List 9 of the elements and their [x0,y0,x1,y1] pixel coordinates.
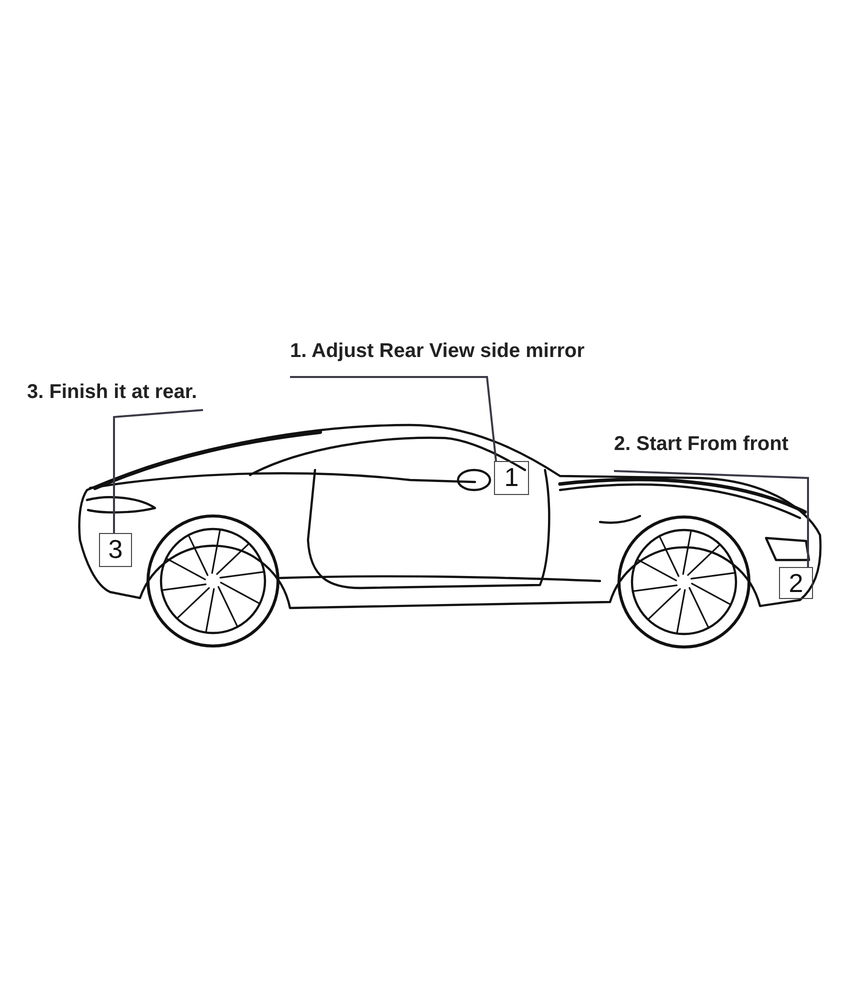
callout-number: 1 [494,461,529,495]
callout-number: 3 [99,533,132,567]
leader-line [113,409,204,533]
leader-line [290,376,497,462]
leader-line [614,470,809,567]
callout-text: 1. Adjust Rear View side mirror [290,339,590,377]
callout-text: 3. Finish it at rear. [27,380,203,410]
callout-text: 2. Start From front [614,432,814,471]
callout-number: 2 [779,567,813,599]
